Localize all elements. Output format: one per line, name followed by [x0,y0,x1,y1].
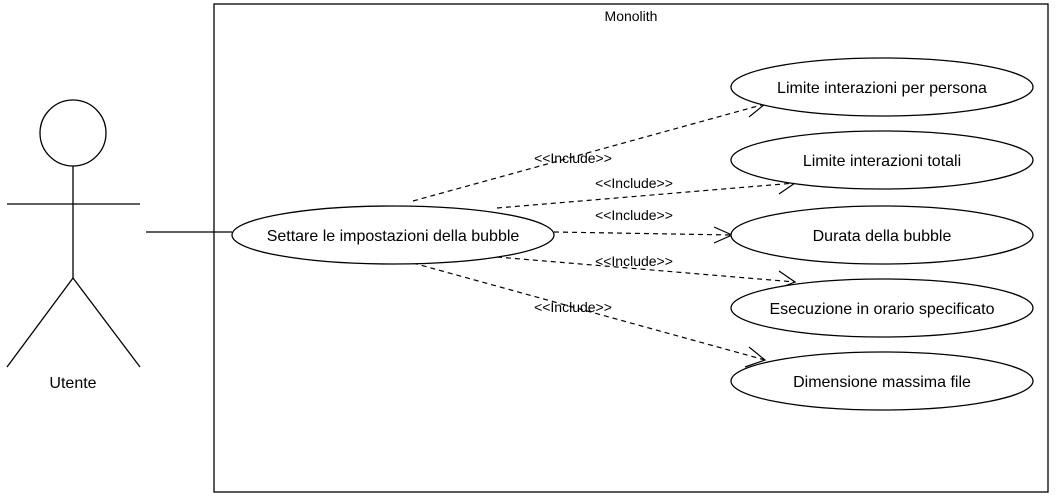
actor-right-leg [72,277,141,368]
use-case-label: Limite interazioni per persona [777,80,987,97]
use-case-label: Dimensione massima file [793,374,971,391]
actor-name: Utente [49,375,96,392]
include-label-1: <<Include>> [534,150,612,166]
include-relation-5: <<Include>> [412,262,767,368]
use-case-limite-interazioni-persona[interactable]: Limite interazioni per persona [730,57,1034,117]
include-label-3: <<Include>> [595,207,673,223]
system-title: Monolith [605,8,658,24]
actor-utente[interactable]: Utente [6,99,141,392]
use-case-label: Limite interazioni totali [803,153,961,170]
include-label-5: <<Include>> [534,299,612,315]
actor-head [39,99,107,167]
use-case-main[interactable]: Settare le impostazioni della bubble [231,205,555,265]
use-case-dimensione-file[interactable]: Dimensione massima file [730,351,1034,411]
use-case-durata-bubble[interactable]: Durata della bubble [730,205,1034,265]
use-case-label: Esecuzione in orario specificato [769,301,994,318]
use-case-label: Durata della bubble [813,228,952,245]
include-label-2: <<Include>> [595,175,673,191]
arrow-head [744,346,767,368]
use-case-esecuzione-orario[interactable]: Esecuzione in orario specificato [730,278,1034,338]
use-case-limite-interazioni-totali[interactable]: Limite interazioni totali [730,130,1034,190]
use-case-main-label: Settare le impostazioni della bubble [267,228,520,245]
include-label-4: <<Include>> [595,253,673,269]
actor-left-leg [6,277,74,368]
